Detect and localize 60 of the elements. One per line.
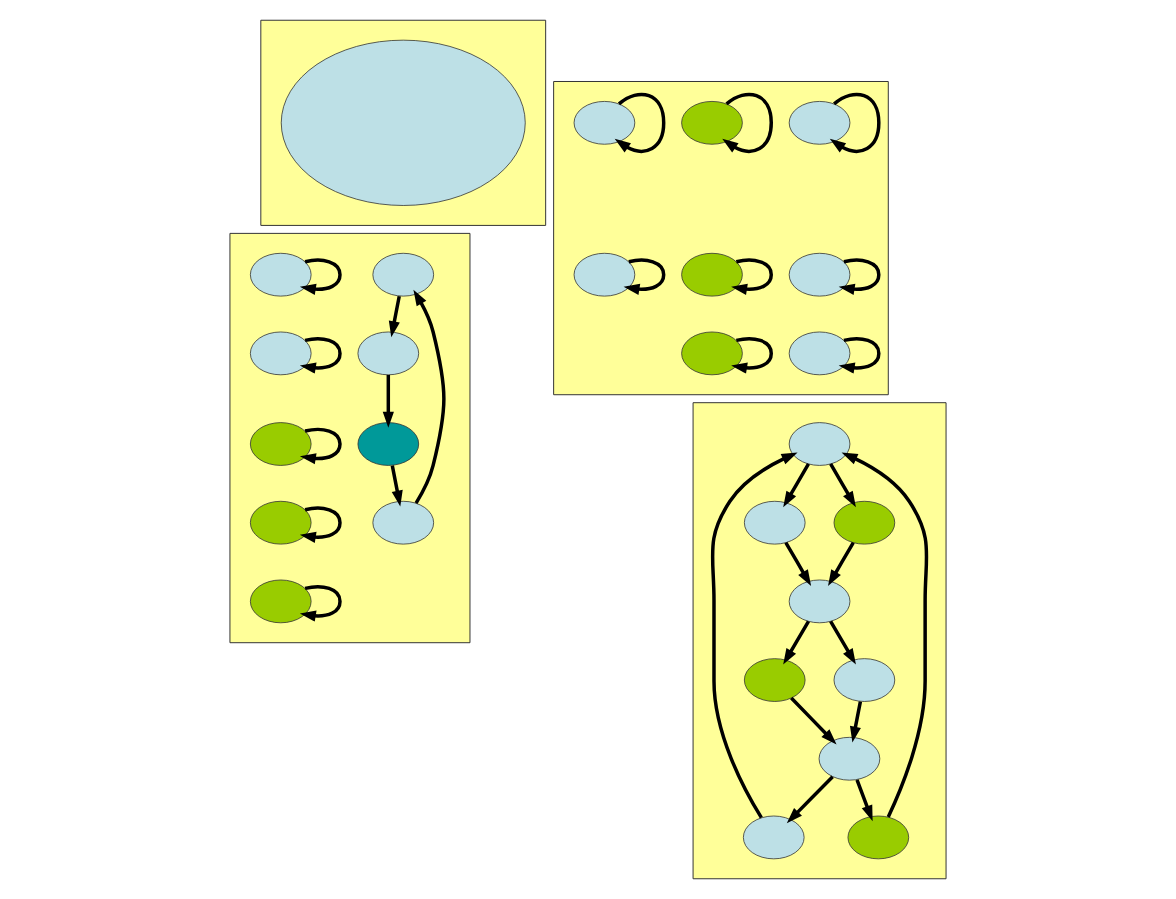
node-ellipse [833, 500, 896, 545]
arrow [838, 258, 881, 295]
arrow [413, 289, 446, 505]
arrow [710, 452, 798, 819]
node-ellipse [372, 500, 435, 545]
node-ellipse [681, 331, 743, 376]
arrow [786, 775, 834, 824]
arrow [299, 585, 342, 622]
node-ellipse [742, 815, 805, 860]
arrow [722, 92, 773, 153]
cluster [553, 81, 889, 396]
node-ellipse [249, 252, 312, 297]
node-ellipse [249, 579, 312, 624]
node-ellipse [249, 331, 312, 376]
node-ellipse [249, 422, 312, 466]
arrow [829, 92, 881, 153]
node-ellipse [743, 500, 806, 545]
node-ellipse [788, 331, 851, 376]
arrow [849, 701, 863, 743]
node-ellipse [833, 658, 896, 702]
node-ellipse [847, 815, 910, 860]
node-ellipse [573, 252, 636, 297]
node-ellipse [788, 579, 851, 624]
arrow [828, 541, 855, 586]
arrow [783, 620, 810, 665]
arrow [731, 337, 773, 374]
arrow [790, 696, 837, 745]
node-ellipse [788, 252, 851, 297]
arrow [623, 258, 666, 295]
cluster [260, 19, 547, 226]
arrow [783, 463, 810, 508]
arrow [382, 374, 394, 428]
node-ellipse [357, 422, 420, 466]
arrow [855, 779, 873, 822]
node-ellipse [372, 252, 435, 297]
node-ellipse [280, 39, 526, 206]
cluster [692, 402, 947, 880]
node-ellipse [818, 736, 881, 781]
arrow [841, 452, 929, 818]
arrow [838, 337, 881, 374]
cluster [229, 232, 471, 644]
node-ellipse [357, 331, 420, 376]
arrow [829, 463, 856, 508]
node-ellipse [743, 658, 806, 702]
arrow [390, 465, 403, 507]
node-ellipse [249, 500, 312, 545]
arrow [388, 295, 401, 338]
arrow [614, 92, 666, 153]
node-ellipse [681, 252, 743, 297]
node-ellipse [681, 101, 743, 145]
arrow [299, 337, 342, 374]
arrow [299, 427, 342, 465]
node-ellipse [573, 101, 636, 145]
arrow [299, 506, 342, 543]
arrow [299, 258, 342, 295]
arrow [829, 620, 856, 665]
node-ellipse [788, 101, 851, 145]
arrow [784, 541, 812, 586]
arrow [731, 258, 773, 295]
node-ellipse [788, 422, 851, 466]
